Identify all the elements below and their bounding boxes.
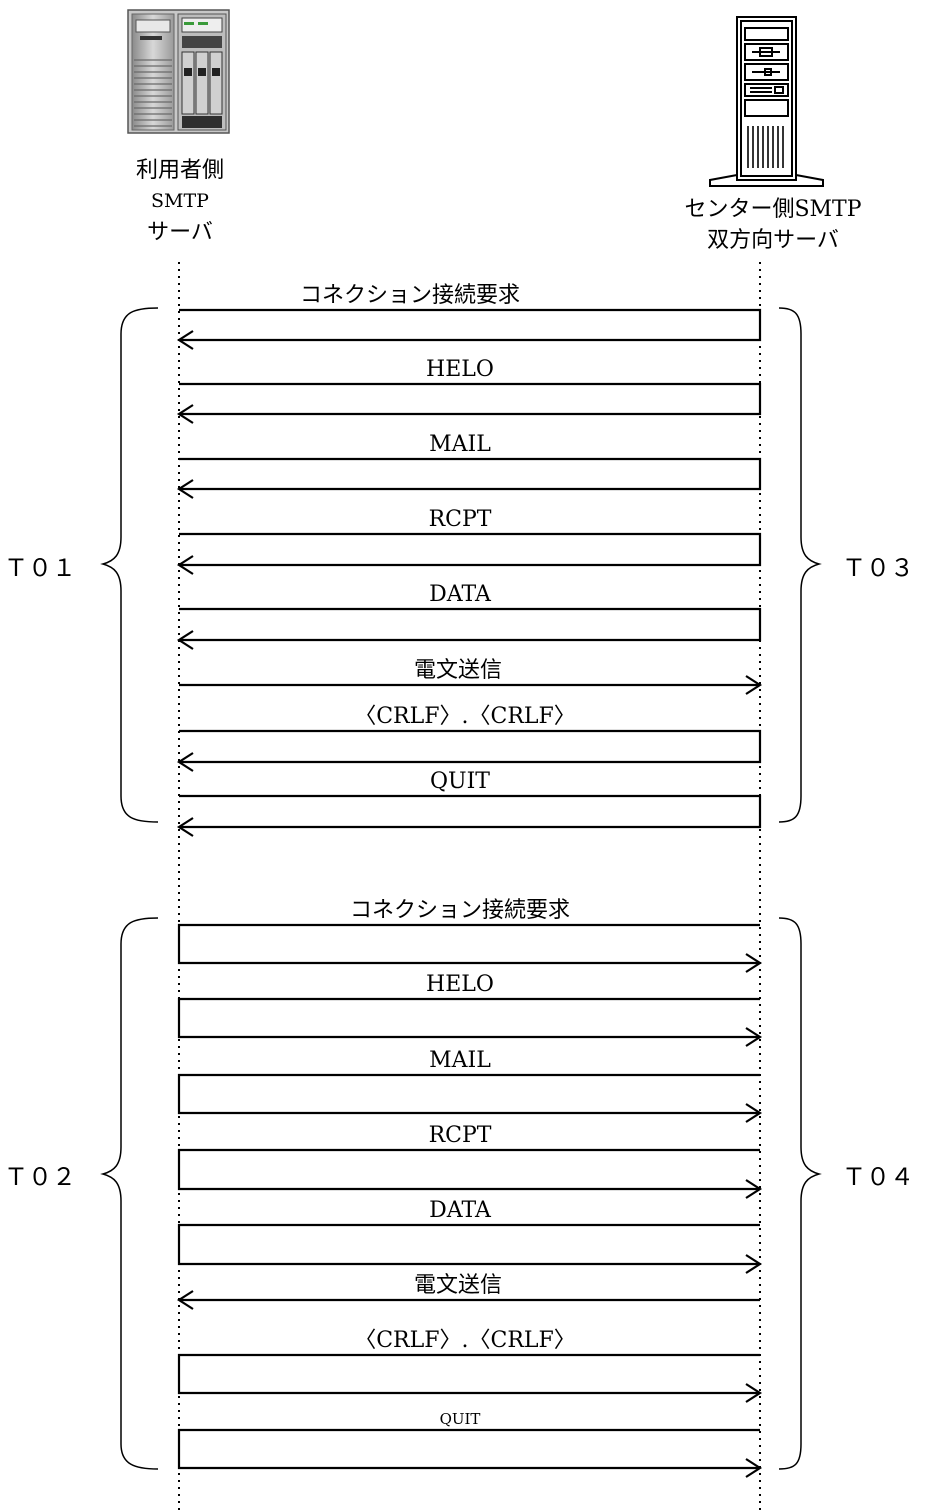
message-label: 電文送信 (414, 1273, 502, 1298)
message-line (179, 384, 760, 414)
message-label: 〈CRLF〉.〈CRLF〉 (354, 1328, 576, 1353)
message-label: QUIT (430, 769, 490, 794)
message-arrow: MAIL (179, 432, 760, 498)
message-arrow: 〈CRLF〉.〈CRLF〉 (179, 1328, 760, 1402)
message-arrow: DATA (179, 1198, 760, 1273)
message-label: DATA (429, 1198, 492, 1223)
group-2-left-brace (103, 918, 158, 1469)
message-label: コネクション接続要求 (300, 283, 520, 308)
group-1-right-brace (779, 308, 819, 822)
message-label: コネクション接続要求 (350, 898, 570, 923)
message-line (179, 310, 760, 340)
message-line (179, 609, 760, 640)
message-label: 〈CRLF〉.〈CRLF〉 (354, 704, 576, 729)
message-arrow: RCPT (179, 507, 760, 574)
message-label: QUIT (440, 1410, 481, 1428)
message-label: RCPT (429, 1123, 492, 1148)
message-arrow: 電文送信 (179, 1273, 760, 1309)
message-line (179, 1355, 760, 1393)
message-line (179, 925, 760, 963)
message-line (179, 1430, 760, 1468)
message-label: MAIL (429, 432, 491, 457)
message-line (179, 796, 760, 827)
group-2-right-brace (779, 918, 819, 1469)
message-arrow: RCPT (179, 1123, 760, 1198)
message-label: 電文送信 (414, 658, 502, 683)
message-arrow: HELO (179, 972, 760, 1046)
message-arrow: 電文送信 (179, 658, 760, 694)
message-line (179, 731, 760, 762)
message-line (179, 534, 760, 565)
server-tower-icon (710, 17, 823, 186)
group-1-left-brace (103, 308, 158, 822)
message-arrow: コネクション接続要求 (179, 898, 760, 972)
message-line (179, 999, 760, 1037)
server-tower-icon (128, 10, 229, 133)
message-arrow: MAIL (179, 1048, 760, 1122)
message-line (179, 1075, 760, 1113)
message-arrow: QUIT (179, 769, 760, 836)
message-label: MAIL (429, 1048, 491, 1073)
message-label: HELO (426, 972, 494, 997)
message-arrow: HELO (179, 357, 760, 423)
message-label: DATA (429, 582, 492, 607)
message-label: HELO (426, 357, 494, 382)
message-arrow: DATA (179, 582, 760, 649)
message-arrow: 〈CRLF〉.〈CRLF〉 (179, 704, 760, 771)
message-label: RCPT (429, 507, 492, 532)
message-arrow: QUIT (179, 1410, 760, 1477)
message-line (179, 459, 760, 489)
message-arrow: コネクション接続要求 (179, 283, 760, 349)
message-line (179, 1150, 760, 1189)
message-line (179, 1225, 760, 1264)
